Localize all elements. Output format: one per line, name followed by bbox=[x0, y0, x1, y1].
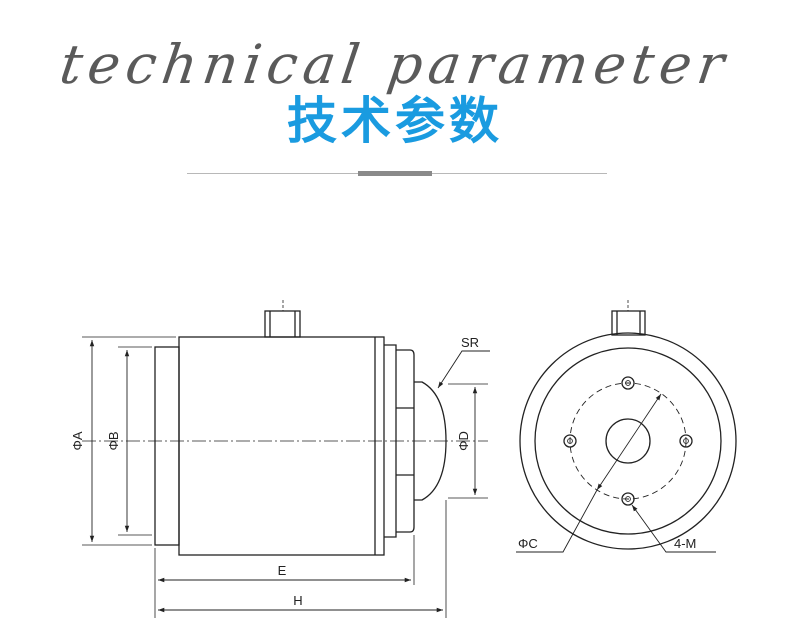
dim-phi-c bbox=[596, 393, 662, 491]
title-chinese: 技术参数 bbox=[287, 92, 503, 150]
label-holes: 4-M bbox=[674, 536, 696, 551]
side-view bbox=[82, 300, 490, 618]
right-ring bbox=[384, 344, 397, 538]
label-phi-a: ΦA bbox=[70, 431, 85, 450]
bolt-hole bbox=[563, 434, 577, 448]
title-divider-accent bbox=[358, 171, 432, 176]
inner-circle bbox=[534, 347, 722, 535]
label-phi-b: ΦB bbox=[106, 431, 121, 450]
sr-leader bbox=[437, 350, 490, 389]
label-e: E bbox=[278, 563, 287, 578]
header: technical parameter 技术参数 bbox=[0, 0, 790, 190]
label-sr: SR bbox=[461, 335, 479, 350]
label-phi-d: ΦD bbox=[456, 431, 471, 451]
front-view bbox=[516, 300, 737, 553]
bolt-holes bbox=[563, 376, 693, 506]
holes-leader bbox=[631, 504, 716, 553]
bolt-hole bbox=[621, 492, 635, 506]
title-english: technical parameter bbox=[56, 33, 734, 96]
bolt-hole bbox=[679, 434, 693, 448]
bolt-circle bbox=[569, 382, 687, 500]
phi-c-leader bbox=[516, 489, 598, 553]
bolt-hole bbox=[621, 376, 635, 390]
main-body bbox=[178, 336, 385, 556]
technical-drawing: ΦA ΦB ΦD SR E H ΦC bbox=[70, 300, 737, 618]
label-phi-c: ΦC bbox=[518, 536, 538, 551]
label-h: H bbox=[293, 593, 302, 608]
left-flange bbox=[154, 346, 180, 546]
connector bbox=[264, 310, 301, 338]
outer-circle bbox=[519, 332, 737, 550]
spherical-head bbox=[414, 381, 447, 501]
front-connector bbox=[611, 310, 646, 336]
center-bore bbox=[605, 418, 651, 464]
